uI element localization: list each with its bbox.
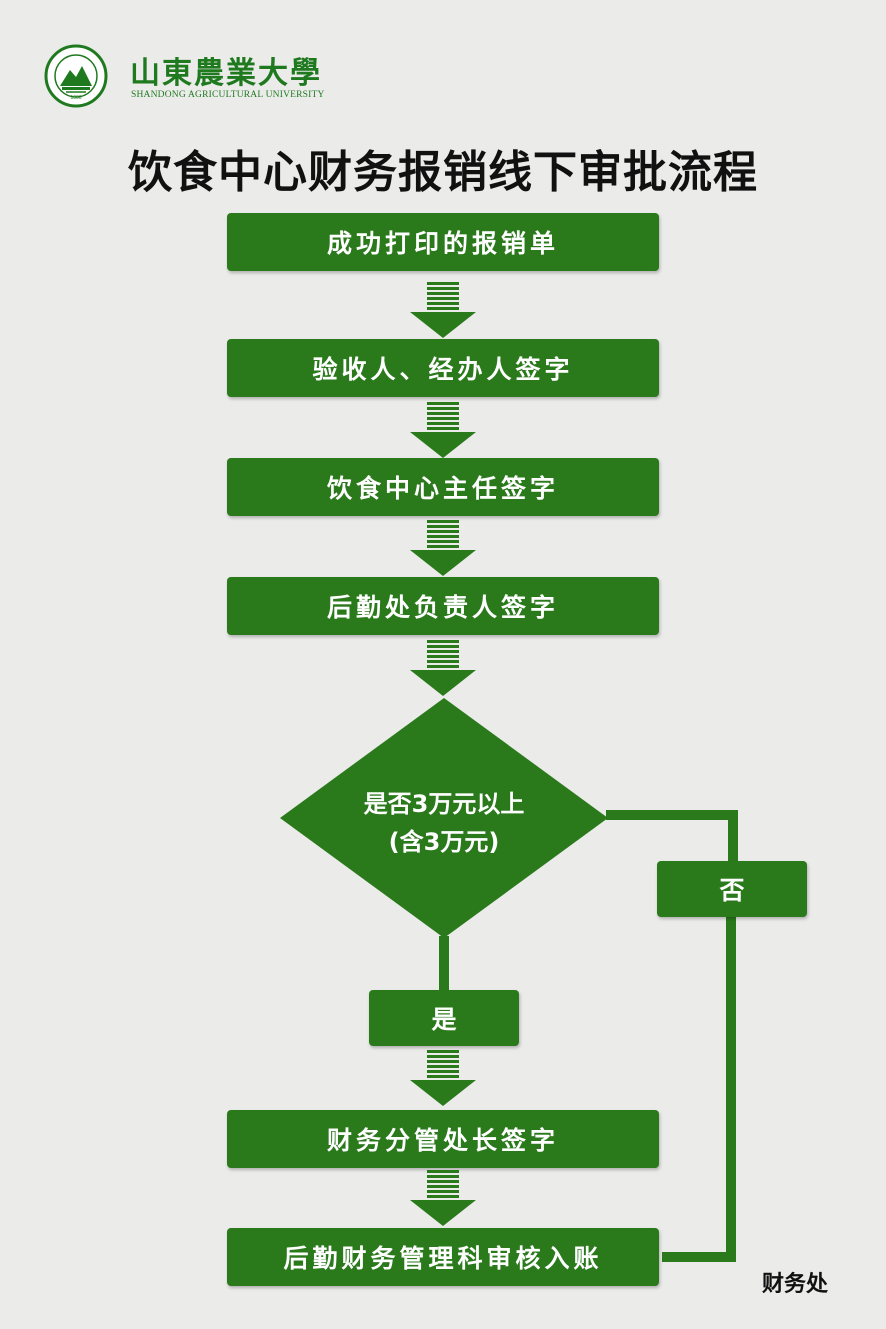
decision-line-1: 是否3万元以上 — [363, 790, 525, 818]
no-connector-line-bottom — [662, 916, 736, 1262]
down-arrow-icon — [410, 520, 476, 576]
emblem-year: 1906 — [70, 95, 81, 101]
decision-diamond — [280, 698, 608, 938]
university-name-cn: 山東農業大學 — [130, 56, 322, 91]
step-print-form: 成功打印的报销单 — [227, 213, 659, 271]
step-logistics-head-sign: 后勤处负责人签字 — [227, 577, 659, 635]
step-finance-director-sign: 财务分管处长签字 — [227, 1110, 659, 1168]
university-name-en: SHANDONG AGRICULTURAL UNIVERSITY — [131, 90, 325, 100]
page-title: 饮食中心财务报销线下审批流程 — [128, 147, 758, 198]
down-arrow-icon — [410, 640, 476, 696]
yes-connector-line — [439, 936, 449, 992]
down-arrow-icon — [410, 282, 476, 338]
step-director-sign: 饮食中心主任签字 — [227, 458, 659, 516]
university-logo: 1906 山東農業大學 SHANDONG AGRICULTURAL UNIVER… — [44, 44, 374, 108]
down-arrow-icon — [410, 1050, 476, 1106]
no-branch-label: 否 — [657, 861, 807, 917]
step-inspector-sign: 验收人、经办人签字 — [227, 339, 659, 397]
no-connector-line-top — [606, 810, 738, 862]
university-seal-icon: 1906 — [44, 44, 108, 108]
yes-branch-label: 是 — [369, 990, 519, 1046]
decision-text: 是否3万元以上 (含3万元) — [280, 785, 608, 861]
step-audit-entry: 后勤财务管理科审核入账 — [227, 1228, 659, 1286]
decision-line-2: (含3万元) — [388, 828, 500, 856]
down-arrow-icon — [410, 402, 476, 458]
down-arrow-icon — [410, 1170, 476, 1226]
footer-department: 财务处 — [762, 1272, 829, 1297]
